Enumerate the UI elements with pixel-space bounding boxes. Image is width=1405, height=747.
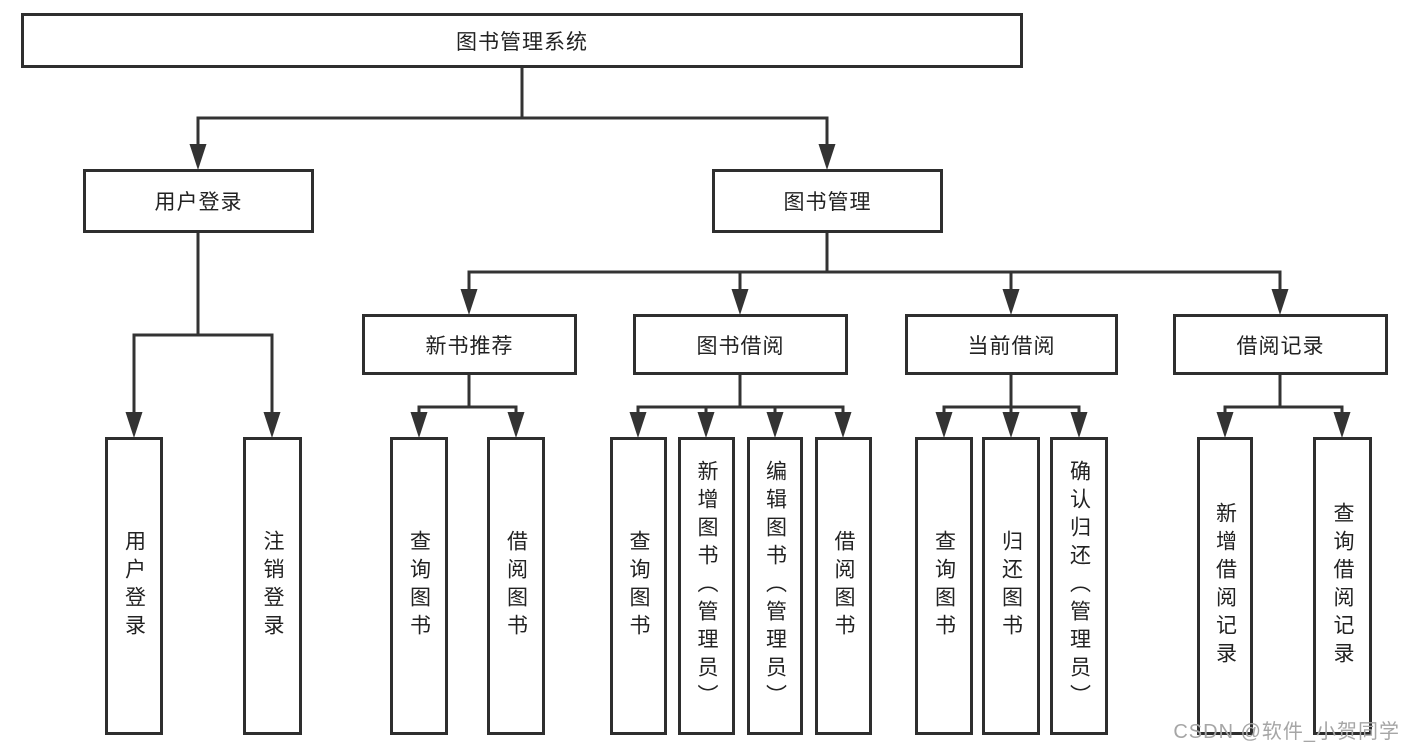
leaf-query-books-recommend-label: 查询图书 [407,530,431,642]
leaf-query-books-current-label: 查询图书 [932,530,956,642]
node-book-management-label: 图书管理 [783,191,872,214]
leaf-user-login: 用户登录 [105,437,163,735]
node-root: 图书管理系统 [21,13,1023,68]
node-borrow-records-label: 借阅记录 [1236,334,1325,358]
leaf-edit-book-admin: 编辑图书（管理员） [747,437,803,735]
node-current-borrow: 当前借阅 [905,314,1118,375]
node-new-book-recommend-label: 新书推荐 [425,334,514,358]
leaf-query-books-borrow-label: 查询图书 [627,530,650,642]
leaf-borrow-books-recommend-label: 借阅图书 [504,530,528,642]
node-user-login: 用户登录 [83,169,314,233]
node-book-management: 图书管理 [712,169,943,233]
leaf-add-book-admin: 新增图书（管理员） [678,437,735,735]
leaf-add-book-admin-label: 新增图书（管理员） [695,460,718,712]
leaf-borrow-books-recommend: 借阅图书 [487,437,545,735]
leaf-borrow-books-borrow: 借阅图书 [815,437,872,735]
leaf-user-login-label: 用户登录 [122,530,146,642]
csdn-watermark: CSDN @软件_小贺同学 [1173,721,1400,743]
node-root-label: 图书管理系统 [456,30,588,54]
node-borrow-records: 借阅记录 [1173,314,1388,375]
leaf-confirm-return-admin: 确认归还（管理员） [1050,437,1108,735]
leaf-return-books: 归还图书 [982,437,1040,735]
arrowheads [125,144,1351,438]
leaf-logout: 注销登录 [243,437,302,735]
leaf-edit-book-admin-label: 编辑图书（管理员） [763,460,787,712]
node-book-borrow: 图书借阅 [633,314,848,375]
leaf-borrow-books-borrow-label: 借阅图书 [832,530,855,642]
leaf-query-borrow-record-label: 查询借阅记录 [1331,502,1354,670]
node-user-login-label: 用户登录 [154,191,243,214]
leaf-add-borrow-record: 新增借阅记录 [1197,437,1253,735]
node-current-borrow-label: 当前借阅 [967,334,1056,358]
leaf-logout-label: 注销登录 [261,530,284,642]
node-new-book-recommend: 新书推荐 [362,314,577,375]
leaf-query-books-borrow: 查询图书 [610,437,667,735]
leaf-add-borrow-record-label: 新增借阅记录 [1213,502,1237,670]
leaf-query-books-recommend: 查询图书 [390,437,448,735]
leaf-confirm-return-admin-label: 确认归还（管理员） [1067,460,1091,712]
leaf-query-borrow-record: 查询借阅记录 [1313,437,1372,735]
leaf-return-books-label: 归还图书 [999,530,1023,642]
leaf-query-books-current: 查询图书 [915,437,973,735]
node-book-borrow-label: 图书借阅 [696,334,785,358]
